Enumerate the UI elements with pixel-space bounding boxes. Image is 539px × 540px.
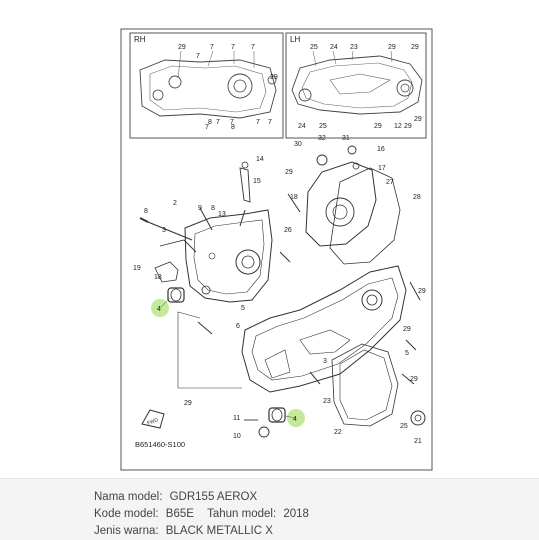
model-name-row: Nama model: GDR155 AEROX xyxy=(94,491,257,503)
callout: 3 xyxy=(162,227,166,234)
callout: 29 xyxy=(388,44,396,51)
crankcase-parts-diagram: RH 29 7 7 7 7 7 7 8 7 8 7 7 29 LH 2 xyxy=(120,28,433,471)
callout: 15 xyxy=(253,178,261,185)
fwd-label: FWD xyxy=(146,417,159,427)
callout: 8 xyxy=(144,208,148,215)
callout: 16 xyxy=(377,146,385,153)
callout: 6 xyxy=(236,323,240,330)
color-label: Jenis warna: xyxy=(94,525,159,537)
model-name-value: GDR155 AEROX xyxy=(169,491,258,503)
callout: 7 xyxy=(196,53,200,60)
callout: 7 xyxy=(256,119,260,126)
callout: 29 xyxy=(411,44,419,51)
callout: 8 xyxy=(208,119,212,126)
rh-inset: RH 29 7 7 7 7 7 7 8 7 8 7 7 29 xyxy=(129,32,284,139)
callout: 7 xyxy=(216,119,220,126)
highlighted-part-4 xyxy=(151,287,305,427)
rh-label: RH xyxy=(134,35,146,44)
callout: 7 xyxy=(251,44,255,51)
callout: 8 xyxy=(211,205,215,212)
callout: 18 xyxy=(290,194,298,201)
callout: 21 xyxy=(414,438,422,445)
callout: 30 xyxy=(294,141,302,148)
callout: 7 xyxy=(231,44,235,51)
callout: 25 xyxy=(310,44,318,51)
callout: 12 xyxy=(394,123,402,130)
callouts-main: 32 30 31 16 17 14 15 29 18 9 8 13 8 2 3 … xyxy=(133,135,426,445)
callout: 24 xyxy=(330,44,338,51)
callout: 5 xyxy=(241,305,245,312)
color-row: Jenis warna: BLACK METALLIC X xyxy=(94,525,273,537)
fwd-arrow: FWD xyxy=(141,409,165,429)
callout: 25 xyxy=(400,423,408,430)
callout: 26 xyxy=(284,227,292,234)
callout: 23 xyxy=(350,44,358,51)
model-code-row: Kode model: B65E Tahun model: 2018 xyxy=(94,508,309,520)
callout: 7 xyxy=(230,119,234,126)
callout: 13 xyxy=(218,211,226,218)
model-name-label: Nama model: xyxy=(94,491,163,503)
callout: 29 xyxy=(418,288,426,295)
callout: 29 xyxy=(374,123,382,130)
callout: 10 xyxy=(233,433,241,440)
callout: 7 xyxy=(268,119,272,126)
callout: 5 xyxy=(405,350,409,357)
highlight-callout: 4 xyxy=(157,306,161,313)
callout: 24 xyxy=(298,123,306,130)
callout: 22 xyxy=(334,429,342,436)
model-code-value: B65E xyxy=(165,508,194,520)
callout: 29 xyxy=(404,123,412,130)
callout: 29 xyxy=(178,44,186,51)
part-code: B651460-S100 xyxy=(135,440,185,449)
callout: 19 xyxy=(133,265,141,272)
callout: 2 xyxy=(173,200,177,207)
diagram-frame xyxy=(120,28,433,471)
model-info-panel: Nama model: GDR155 AEROX Kode model: B65… xyxy=(0,478,539,540)
callout: 25 xyxy=(319,123,327,130)
lh-inset: LH 25 24 23 29 29 24 25 29 12 29 29 xyxy=(285,32,427,139)
callout: 18 xyxy=(154,274,162,281)
callout: 29 xyxy=(270,74,278,81)
callout: 32 xyxy=(318,135,326,142)
callout: 11 xyxy=(233,415,240,422)
callout: 29 xyxy=(285,169,293,176)
lh-label: LH xyxy=(290,35,300,44)
callout: 23 xyxy=(323,398,331,405)
callout: 7 xyxy=(205,124,209,131)
callout: 29 xyxy=(414,116,422,123)
callout: 29 xyxy=(184,400,192,407)
callout: 28 xyxy=(413,194,421,201)
color-value: BLACK METALLIC X xyxy=(165,525,273,537)
callout: 31 xyxy=(342,135,350,142)
exploded-view xyxy=(139,145,426,438)
callout: 9 xyxy=(198,205,202,212)
year-value: 2018 xyxy=(283,508,309,520)
callout: 3 xyxy=(323,358,327,365)
callout: 27 xyxy=(386,179,394,186)
model-code-label: Kode model: xyxy=(94,508,159,520)
callout: 7 xyxy=(210,44,214,51)
callout: 8 xyxy=(231,124,235,131)
highlight-callout: 4 xyxy=(293,416,297,423)
callout: 29 xyxy=(403,326,411,333)
callout: 14 xyxy=(256,156,264,163)
callout: 17 xyxy=(378,165,386,172)
callout: 29 xyxy=(410,376,418,383)
year-label: Tahun model: xyxy=(207,508,277,520)
